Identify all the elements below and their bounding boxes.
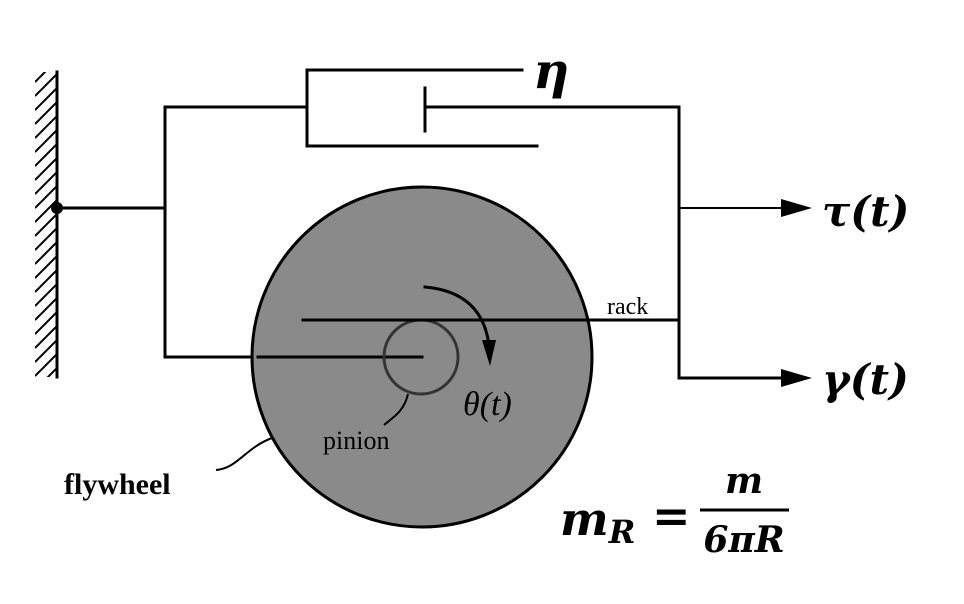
- pinion-label: pinion: [323, 426, 389, 455]
- fraction-numerator: m: [725, 460, 763, 502]
- mass-formula: mR = m 6πR: [560, 460, 789, 561]
- tau-arrowhead: [781, 199, 812, 217]
- flywheel-leader: [215, 437, 273, 471]
- theta-label: θ(t): [463, 386, 512, 423]
- mass-symbol: m: [560, 492, 609, 546]
- dashpot: [305, 68, 681, 148]
- equals-sign: =: [652, 489, 691, 543]
- rack-label: rack: [607, 294, 648, 320]
- tau-label: τ(t): [822, 187, 909, 236]
- gamma-argument: (t): [850, 355, 909, 404]
- flywheel-label: flywheel: [64, 468, 171, 501]
- pinion-leader: [383, 393, 409, 426]
- gamma-symbol: γ: [822, 355, 852, 404]
- fixed-wall: [35, 70, 59, 379]
- wall-pivot: [51, 202, 63, 214]
- fraction-denominator: 6πR: [703, 519, 784, 561]
- tau-symbol: τ: [822, 187, 851, 236]
- wall-hatching: [35, 72, 57, 377]
- mass-lhs: mR: [560, 492, 635, 551]
- tau-argument: (t): [850, 187, 909, 236]
- mass-subscript: R: [608, 513, 636, 551]
- eta-label: η: [533, 41, 569, 100]
- gamma-label: γ(t): [822, 355, 909, 404]
- gamma-arrowhead: [781, 369, 812, 387]
- rotation-arrowhead: [482, 340, 496, 366]
- rotation-arrow: [423, 285, 491, 347]
